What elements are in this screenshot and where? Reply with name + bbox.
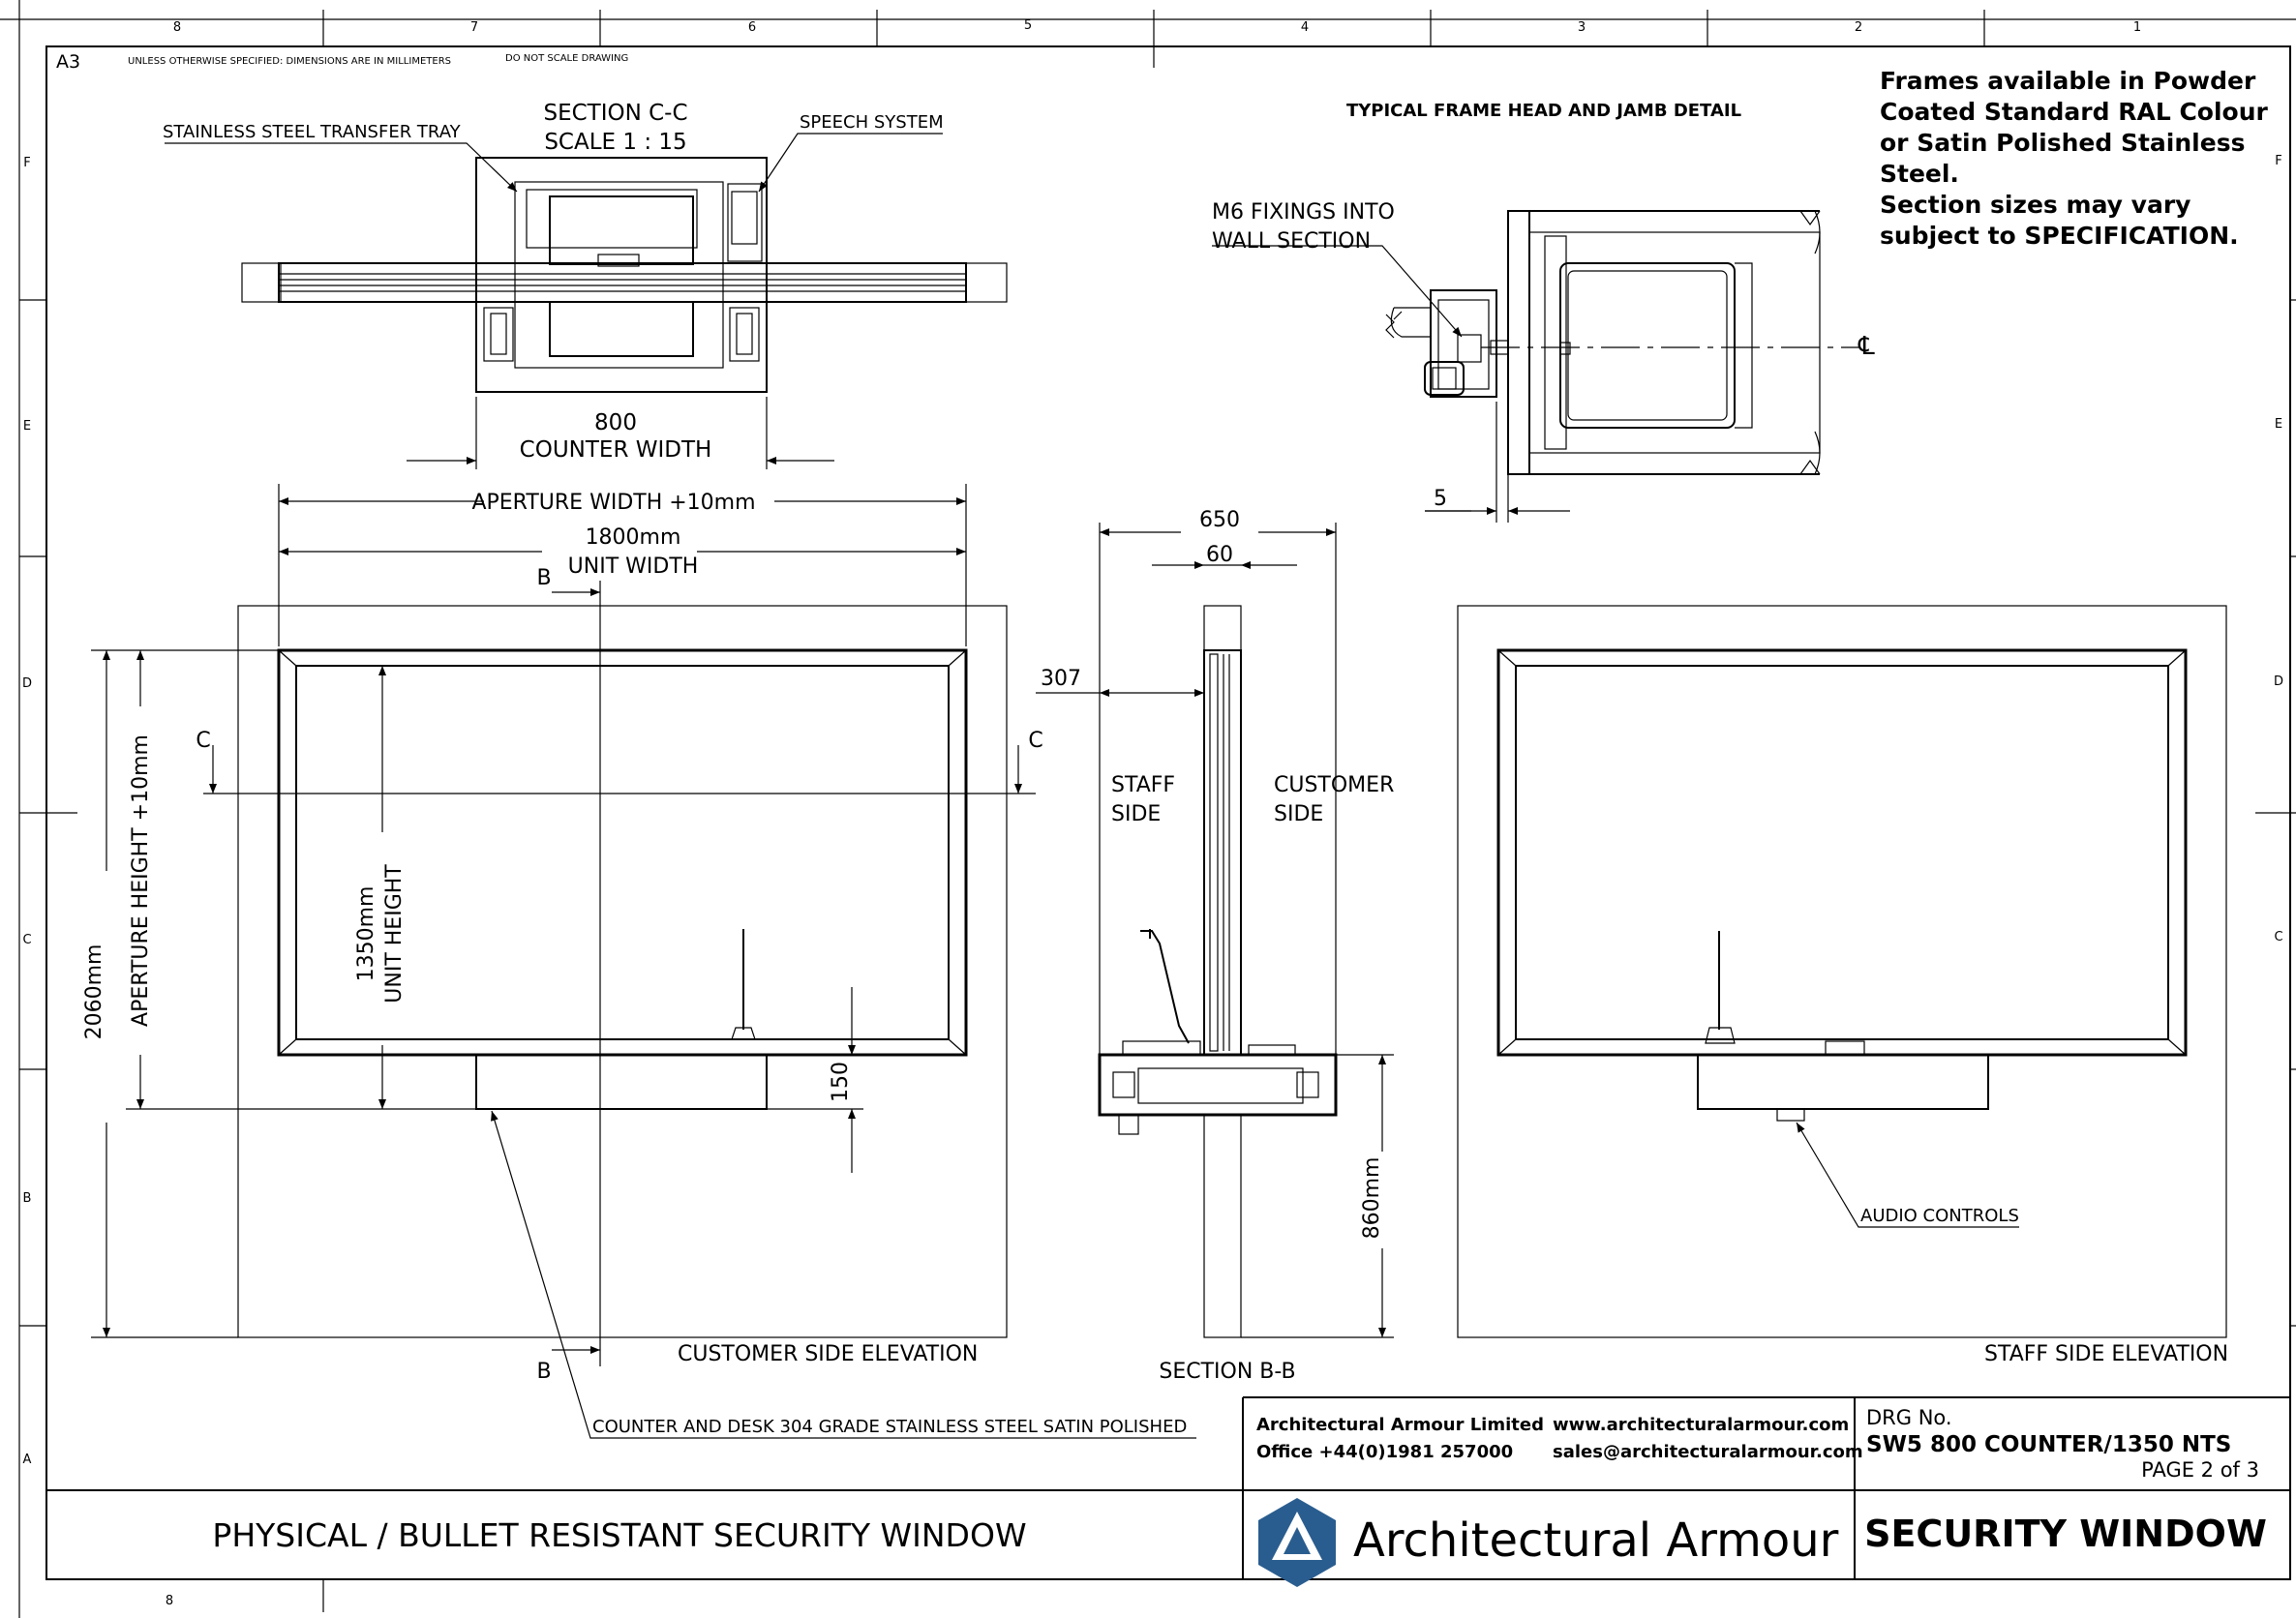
section-depth-dim: 650 [1199, 508, 1240, 532]
company-email: sales@architecturalarmour.com [1553, 1442, 1863, 1462]
section-cc-view: SECTION C-C SCALE 1 : 15 STAINLESS STEEL… [163, 101, 1008, 469]
note-line-3: or Satin Polished Stainless [1880, 129, 2245, 157]
fixings-label-line1: M6 FIXINGS INTO [1212, 200, 1395, 225]
title-block: Architectural Armour Limited Office +44(… [46, 1396, 2290, 1587]
logo-wordmark: Architectural Armour [1353, 1513, 1839, 1568]
unit-width-label: UNIT WIDTH [568, 554, 699, 579]
product-name: SECURITY WINDOW [1864, 1513, 2267, 1555]
section-bb-view: 650 60 307 860mm STAFF SIDE [1036, 508, 1394, 1384]
frame-width-dim: 60 [1206, 543, 1233, 567]
gap-dim: 5 [1434, 487, 1447, 511]
staff-side-elevation: AUDIO CONTROLS STAFF SIDE ELEVATION [1457, 605, 2228, 1366]
zone-left-a: A [23, 1453, 32, 1467]
frame-detail-title: TYPICAL FRAME HEAD AND JAMB DETAIL [1346, 101, 1741, 121]
fixings-label-line2: WALL SECTION [1212, 229, 1371, 254]
zone-top-2: 2 [1855, 20, 1862, 35]
zone-left-d: D [22, 676, 32, 691]
note-line-5: Section sizes may vary [1880, 191, 2190, 219]
page-number: PAGE 2 of 3 [2141, 1458, 2259, 1482]
note-line-1: Frames available in Powder [1880, 67, 2256, 95]
aperture-width-label: APERTURE WIDTH +10mm [471, 491, 755, 515]
audio-controls-label: AUDIO CONTROLS [1860, 1206, 2019, 1226]
zone-top-5: 5 [1024, 18, 1032, 33]
overall-height-dim: 2060mm [82, 944, 106, 1040]
customer-side-line1: CUSTOMER [1274, 773, 1394, 797]
section-bb-title: SECTION B-B [1159, 1360, 1295, 1384]
zone-right-f: F [2275, 154, 2281, 168]
note-line-4: Steel. [1880, 160, 1959, 188]
zone-right-d: D [2274, 674, 2283, 689]
logo-icon [1258, 1498, 1336, 1587]
frame-detail-view: TYPICAL FRAME HEAD AND JAMB DETAIL ℄ M6 … [1212, 101, 1875, 523]
section-b-marker-top: B [536, 566, 551, 590]
zone-top-8: 8 [173, 20, 181, 35]
note-line-6: subject to SPECIFICATION. [1880, 222, 2239, 250]
staff-side-line2: SIDE [1111, 802, 1161, 826]
units-note: UNLESS OTHERWISE SPECIFIED: DIMENSIONS A… [128, 56, 451, 67]
transfer-tray-label: STAINLESS STEEL TRANSFER TRAY [163, 122, 462, 142]
zone-top-7: 7 [470, 20, 478, 35]
counter-material-note: COUNTER AND DESK 304 GRADE STAINLESS STE… [592, 1417, 1187, 1437]
aperture-height-label: APERTURE HEIGHT +10mm [129, 734, 153, 1027]
centreline-symbol: ℄ [1858, 332, 1875, 361]
specification-notes: Frames available in Powder Coated Standa… [1880, 67, 2269, 250]
counter-depth-dim: 150 [829, 1062, 853, 1102]
company-phone: Office +44(0)1981 257000 [1256, 1442, 1513, 1462]
zone-top-4: 4 [1301, 20, 1309, 35]
note-line-2: Coated Standard RAL Colour [1880, 98, 2269, 126]
customer-side-line2: SIDE [1274, 802, 1323, 826]
scale-note: DO NOT SCALE DRAWING [505, 53, 628, 64]
drawing-title: PHYSICAL / BULLET RESISTANT SECURITY WIN… [212, 1516, 1026, 1554]
unit-width-dim: 1800mm [586, 525, 681, 550]
zone-top-3: 3 [1578, 20, 1586, 35]
section-cc-scale: SCALE 1 : 15 [544, 130, 686, 155]
company-website: www.architecturalarmour.com [1553, 1415, 1849, 1435]
speech-system-label: SPEECH SYSTEM [800, 112, 944, 133]
customer-elevation-title: CUSTOMER SIDE ELEVATION [678, 1342, 978, 1366]
zone-top-1: 1 [2133, 20, 2141, 35]
zone-right-e: E [2275, 417, 2282, 432]
counter-height-dim: 860mm [1360, 1157, 1384, 1240]
zone-left-c: C [22, 933, 31, 947]
zone-left-e: E [23, 419, 31, 434]
drg-label: DRG No. [1866, 1406, 1952, 1429]
zone-bottom-8: 8 [166, 1594, 173, 1608]
section-c-marker-left: C [196, 729, 210, 753]
customer-side-elevation: APERTURE WIDTH +10mm 1800mm UNIT WIDTH B… [82, 484, 1196, 1439]
unit-height-dim: 1350mm [354, 886, 378, 982]
drg-number: SW5 800 COUNTER/1350 NTS [1866, 1432, 2231, 1457]
staff-elevation-title: STAFF SIDE ELEVATION [1984, 1342, 2228, 1366]
zone-left-b: B [23, 1191, 32, 1206]
section-cc-title: SECTION C-C [543, 101, 687, 126]
company-name: Architectural Armour Limited [1256, 1415, 1544, 1435]
unit-height-label: UNIT HEIGHT [382, 864, 407, 1004]
section-b-marker-bottom: B [536, 1360, 551, 1384]
section-c-marker-right: C [1028, 729, 1042, 753]
zone-top-6: 6 [748, 20, 756, 35]
offset-dim: 307 [1041, 667, 1081, 691]
zone-left-f: F [23, 156, 30, 170]
counter-width-label: COUNTER WIDTH [520, 437, 712, 463]
staff-side-line1: STAFF [1111, 773, 1175, 797]
sheet-size-label: A3 [56, 51, 80, 73]
counter-width-dim: 800 [594, 410, 637, 435]
zone-right-c: C [2274, 930, 2282, 944]
